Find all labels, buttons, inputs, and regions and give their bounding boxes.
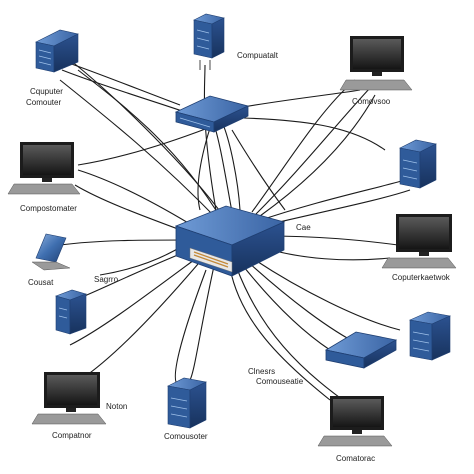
server-top-left [35, 29, 79, 73]
monitor-left [7, 142, 81, 195]
bottom-right-switch [324, 331, 398, 369]
server-bottom-center [167, 377, 207, 429]
label-top-left-server-1: Cquputer [30, 87, 63, 96]
server-bottom-right [408, 311, 452, 361]
label-top-left-server-2: Comouter [26, 98, 62, 107]
top-switch [174, 95, 250, 133]
monitor-bottom-right [317, 396, 393, 447]
label-middle-bottom-2: Comouseatie [256, 377, 304, 386]
label-left-tower: Sagrro [94, 275, 119, 284]
label-middle-bottom-1: Clnesrs [248, 367, 276, 376]
central-switch [174, 205, 286, 277]
monitor-bottom-left [31, 372, 107, 425]
label-hub-small: Cae [296, 223, 311, 232]
label-bottom-right-monitor: Comatorac [336, 454, 376, 463]
monitor-right [381, 214, 457, 269]
laptop-left [31, 233, 71, 271]
label-right-monitor: Coputerkaetwok [392, 273, 450, 282]
label-bottom-center-server: Comousoter [164, 432, 208, 441]
label-bottom-left-small: Noton [106, 402, 128, 411]
label-top-right-monitor: Comovsoo [352, 97, 391, 106]
server-right [399, 139, 437, 189]
label-left-laptop: Cousat [28, 278, 54, 287]
server-top-center [193, 13, 225, 70]
server-left-middle [55, 289, 87, 335]
monitor-top-right [339, 36, 413, 91]
label-left-monitor: Compostomater [20, 204, 77, 213]
label-top-center-server: Compuatalt [237, 51, 278, 60]
label-bottom-left-monitor: Compatnor [52, 431, 92, 440]
